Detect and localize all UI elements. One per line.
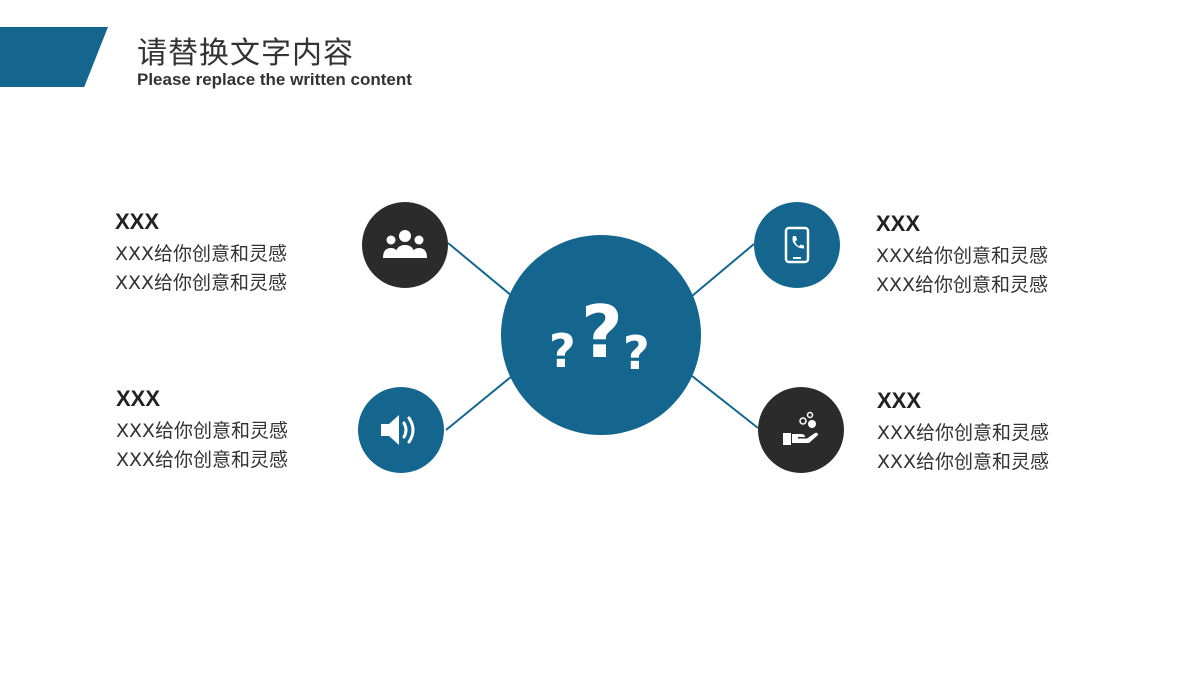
block-line: XXX给你创意和灵感 <box>877 422 1050 444</box>
hand-coins-icon <box>783 411 818 445</box>
phone-icon <box>784 226 810 264</box>
text-block-top-right: XXX XXX给你创意和灵感 XXX给你创意和灵感 <box>876 210 1116 300</box>
question-marks-icon: ? ? ? <box>549 290 650 380</box>
text-block-top-left: XXX XXX给你创意和灵感 XXX给你创意和灵感 <box>115 208 355 298</box>
phone-circle <box>754 202 840 288</box>
svg-text:?: ? <box>623 326 650 380</box>
connector-bottom-left <box>445 375 513 431</box>
block-title: XXX <box>876 211 921 236</box>
connector-top-left <box>447 242 513 297</box>
block-line: XXX给你创意和灵感 <box>116 420 289 442</box>
center-circle: ? ? ? <box>501 235 701 435</box>
svg-text:?: ? <box>549 324 576 378</box>
block-title: XXX <box>115 209 160 234</box>
speaker-circle <box>358 387 444 473</box>
block-line: XXX给你创意和灵感 <box>877 451 1050 473</box>
svg-text:?: ? <box>581 290 623 374</box>
block-title: XXX <box>877 388 922 413</box>
block-line: XXX给你创意和灵感 <box>116 449 289 471</box>
block-line: XXX给你创意和灵感 <box>115 243 288 265</box>
page-subtitle: Please replace the written content <box>137 70 412 89</box>
people-circle <box>362 202 448 288</box>
block-line: XXX给你创意和灵感 <box>876 274 1049 296</box>
speaker-icon <box>381 415 415 445</box>
text-block-bottom-left: XXX XXX给你创意和灵感 XXX给你创意和灵感 <box>116 385 356 475</box>
block-line: XXX给你创意和灵感 <box>115 272 288 294</box>
text-block-bottom-right: XXX XXX给你创意和灵感 XXX给你创意和灵感 <box>877 387 1117 477</box>
connector-top-right <box>691 243 755 297</box>
block-line: XXX给你创意和灵感 <box>876 245 1049 267</box>
hand-coins-circle <box>758 387 844 473</box>
connector-bottom-right <box>691 375 759 429</box>
block-title: XXX <box>116 386 161 411</box>
page-title: 请替换文字内容 <box>137 36 354 71</box>
people-group-icon <box>383 230 427 258</box>
